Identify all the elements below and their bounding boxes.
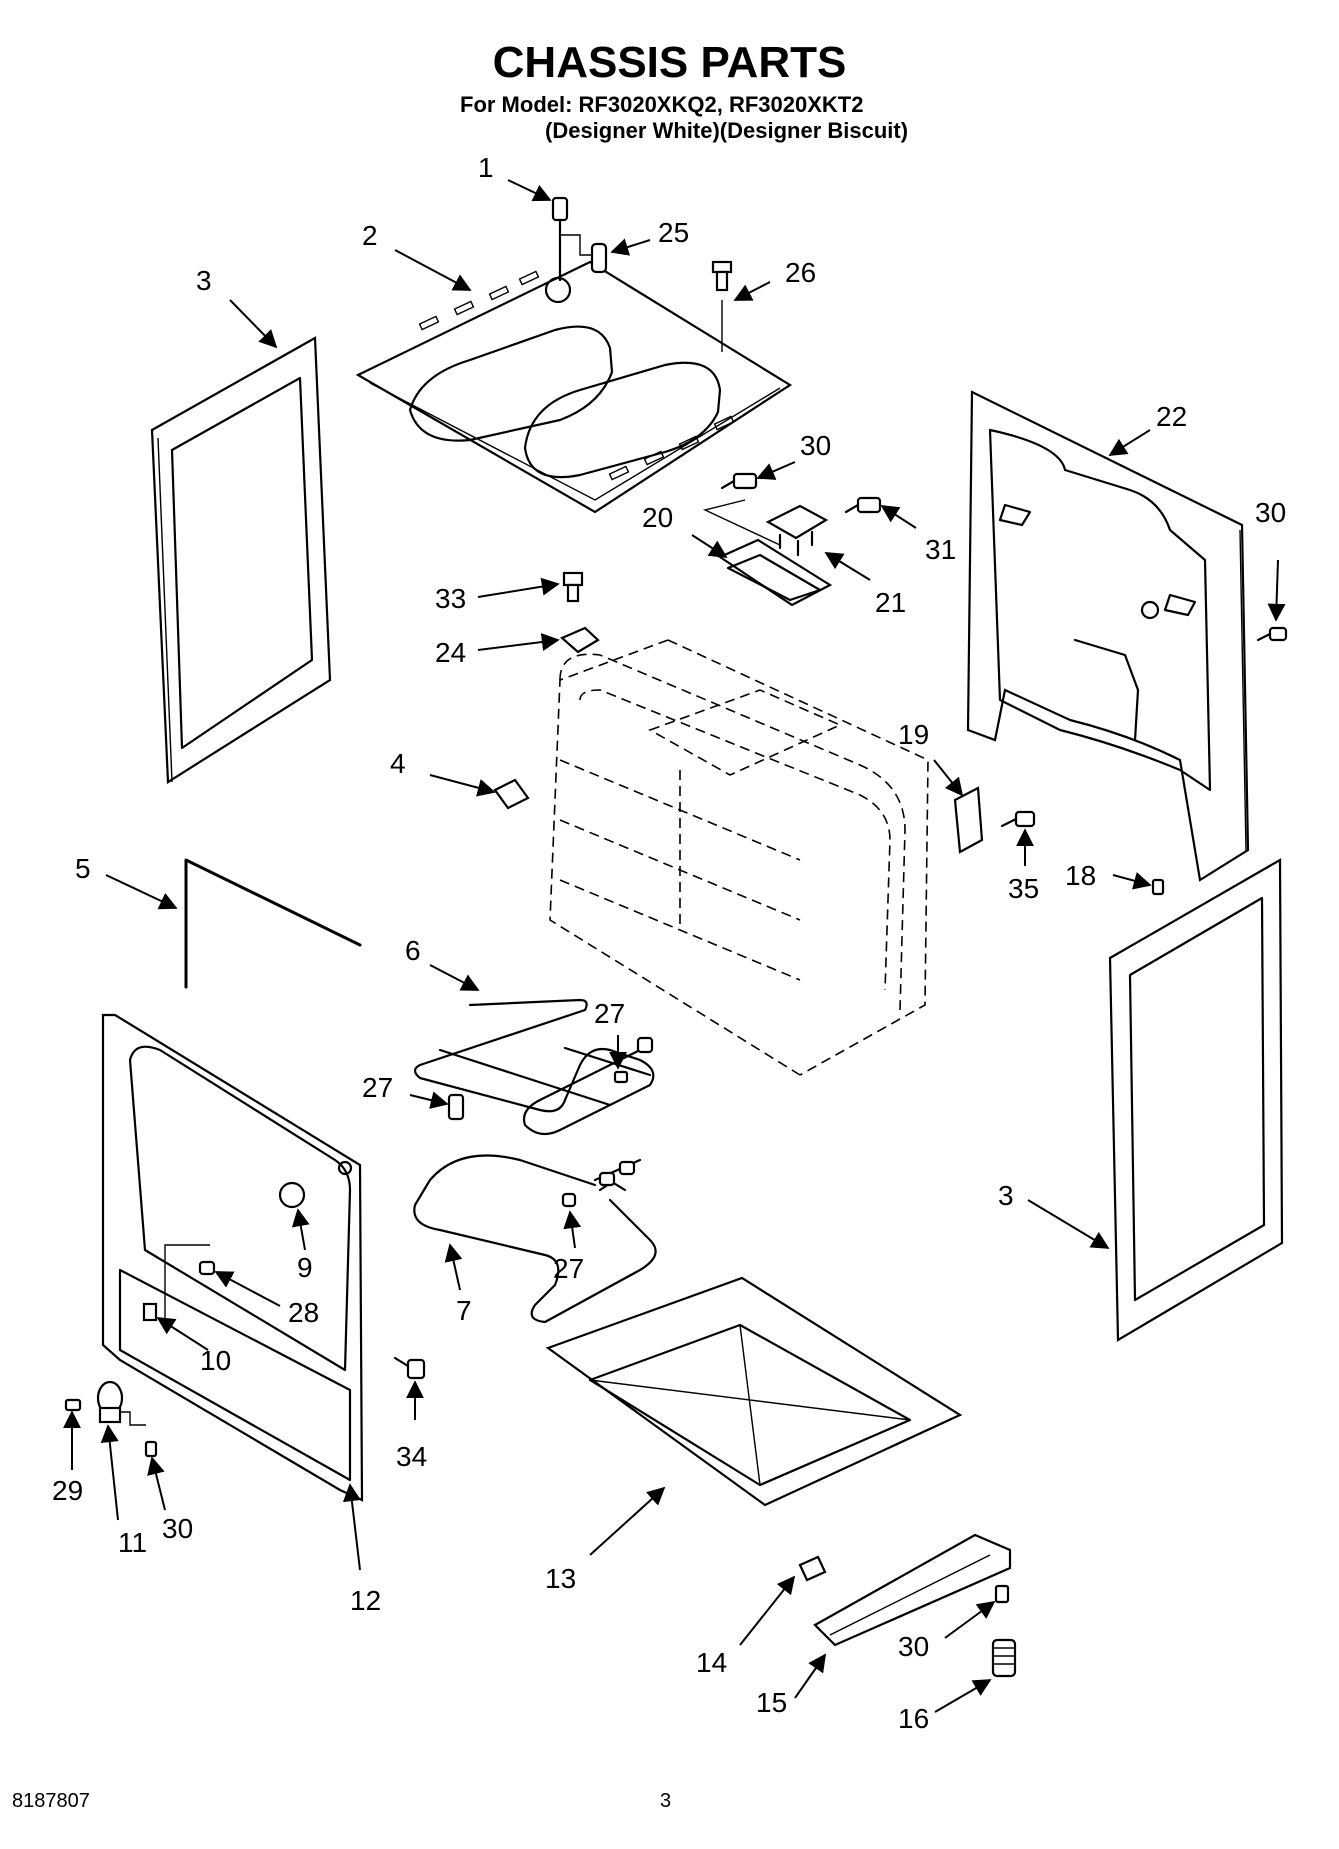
screw-part-31 (844, 496, 882, 514)
callout-5: 5 (75, 853, 91, 884)
callout-labels: 1 2 3 25 26 22 30 30 31 20 21 33 24 4 19… (52, 152, 1286, 1734)
callout-30-right: 30 (1255, 497, 1286, 528)
callout-27-bottom: 27 (553, 1253, 584, 1284)
callout-19: 19 (898, 719, 929, 750)
model-line: For Model: RF3020XKQ2, RF3020XKT2 (460, 92, 864, 117)
screw-part-18 (1151, 878, 1165, 896)
document-number: 8187807 (12, 1790, 90, 1812)
callout-6: 6 (405, 935, 421, 966)
screw-part-29 (64, 1398, 82, 1412)
rail-part-15 (813, 1533, 1012, 1647)
screw-part-27-b (561, 1192, 577, 1208)
callout-26: 26 (785, 257, 816, 288)
callout-29: 29 (52, 1475, 83, 1506)
bracket-part-20 (717, 538, 833, 607)
page-number: 3 (660, 1790, 672, 1812)
side-panel-part-3-left (150, 336, 332, 784)
gasket-part-5 (184, 858, 362, 989)
callout-1: 1 (478, 152, 494, 183)
callout-24: 24 (435, 637, 466, 668)
bottom-panel-part-13 (545, 1276, 963, 1507)
callout-34: 34 (396, 1441, 427, 1472)
callout-9: 9 (297, 1252, 313, 1283)
callout-31: 31 (925, 534, 956, 565)
callout-13: 13 (545, 1563, 576, 1594)
bake-element-part-7 (413, 1154, 657, 1324)
screw-part-30-bracket (702, 472, 781, 546)
screw-part-27-a (447, 1093, 465, 1121)
clip-part-4 (493, 778, 530, 810)
callout-30-lower-left: 30 (162, 1513, 193, 1544)
callout-27-top: 27 (594, 998, 625, 1029)
callout-30-lower-right: 30 (898, 1631, 929, 1662)
bracket-part-19 (953, 786, 984, 854)
screw-part-25 (560, 234, 608, 274)
color-line: (Designer White)(Designer Biscuit) (545, 118, 909, 143)
callout-3-left: 3 (196, 265, 212, 296)
oven-cavity (549, 639, 929, 1076)
page-title: CHASSIS PARTS (492, 38, 847, 87)
callout-18: 18 (1065, 860, 1096, 891)
callout-12: 12 (350, 1585, 381, 1616)
callout-14: 14 (696, 1647, 727, 1678)
screw-part-26 (711, 260, 733, 352)
screw-part-30-lower-right (994, 1584, 1010, 1604)
screw-part-35 (1000, 810, 1036, 828)
callout-7: 7 (456, 1295, 472, 1326)
terminal-block-part-21 (765, 504, 829, 557)
broil-element-part-6 (413, 998, 655, 1136)
screw-part-33 (562, 571, 584, 603)
callout-28: 28 (288, 1297, 319, 1328)
callout-20: 20 (642, 502, 673, 533)
callout-4: 4 (390, 748, 406, 779)
callout-35: 35 (1008, 873, 1039, 904)
clip-part-14 (798, 1555, 827, 1582)
callout-arrows (63, 179, 1286, 1713)
leveling-leg-part-16 (991, 1638, 1017, 1678)
leveler-part-11 (96, 1380, 146, 1426)
callout-27-left: 27 (362, 1072, 393, 1103)
callout-11: 11 (118, 1527, 147, 1558)
clip-part-24 (559, 626, 600, 654)
front-frame-part-12 (101, 1013, 364, 1502)
callout-16: 16 (898, 1703, 929, 1734)
callout-25: 25 (658, 217, 689, 248)
screw-part-30-right (1256, 626, 1288, 642)
callout-10: 10 (200, 1345, 231, 1376)
callout-15: 15 (756, 1687, 787, 1718)
callout-3-right: 3 (998, 1180, 1014, 1211)
side-panel-part-3-right (1108, 858, 1284, 1342)
callout-22: 22 (1156, 401, 1187, 432)
screw-part-28 (198, 1260, 216, 1276)
callout-33: 33 (435, 583, 466, 614)
callout-30-bracket: 30 (800, 430, 831, 461)
pin-part-1 (551, 196, 569, 282)
rear-panel-part-22 (966, 390, 1250, 882)
screw-part-34 (393, 1356, 426, 1380)
screw-part-30-lower-left (144, 1440, 158, 1458)
callout-21: 21 (875, 587, 906, 618)
callout-2: 2 (362, 220, 378, 251)
top-panel-part-2 (355, 260, 793, 514)
bracket-part-10 (142, 1244, 210, 1322)
